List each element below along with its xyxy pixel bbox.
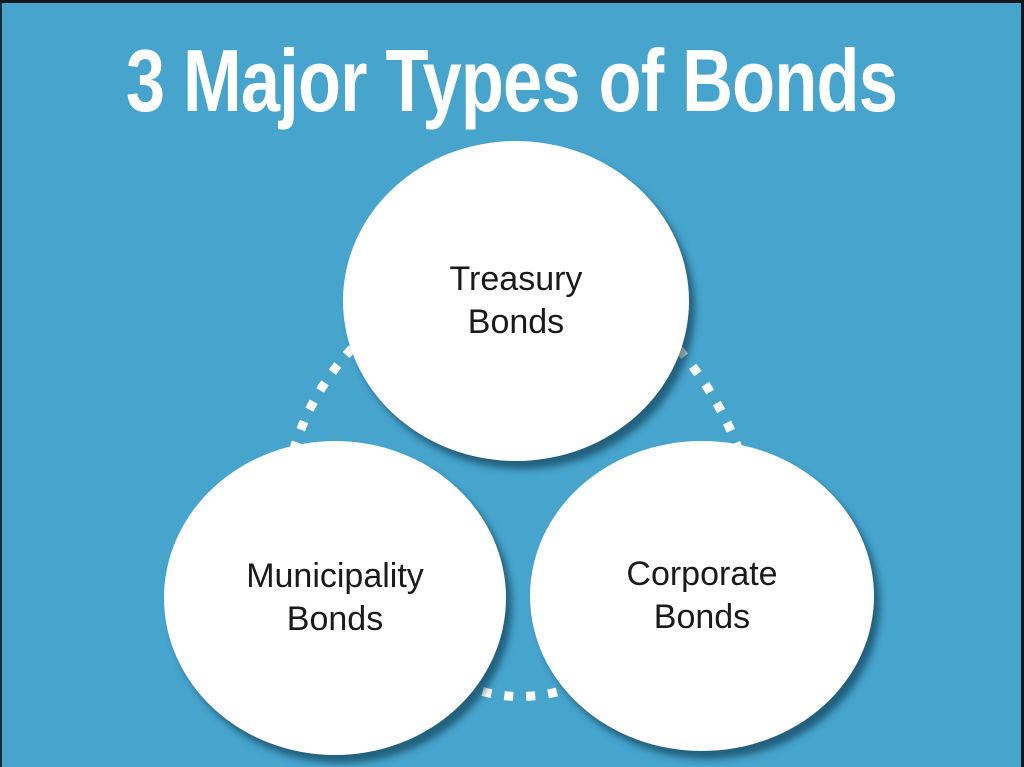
node-label-line: Municipality	[246, 557, 424, 595]
node-label-line: Corporate	[626, 555, 778, 593]
node-label-line: Bonds	[653, 598, 751, 636]
node-label-line: Treasury	[449, 260, 583, 298]
node-municipality-bonds: Municipality Bonds	[164, 441, 506, 755]
node-corporate-bonds-label: Corporate Bonds	[626, 553, 777, 639]
node-label-line: Bonds	[286, 600, 384, 638]
connector-treasury-corporate	[660, 329, 747, 461]
node-treasury-bonds-label: Treasury Bonds	[450, 258, 583, 344]
node-corporate-bonds: Corporate Bonds	[530, 441, 874, 751]
slide-title: 3 Major Types of Bonds	[125, 31, 898, 130]
node-treasury-bonds: Treasury Bonds	[343, 141, 689, 461]
node-municipality-bonds-label: Municipality Bonds	[246, 555, 424, 641]
node-label-line: Bonds	[467, 303, 565, 341]
